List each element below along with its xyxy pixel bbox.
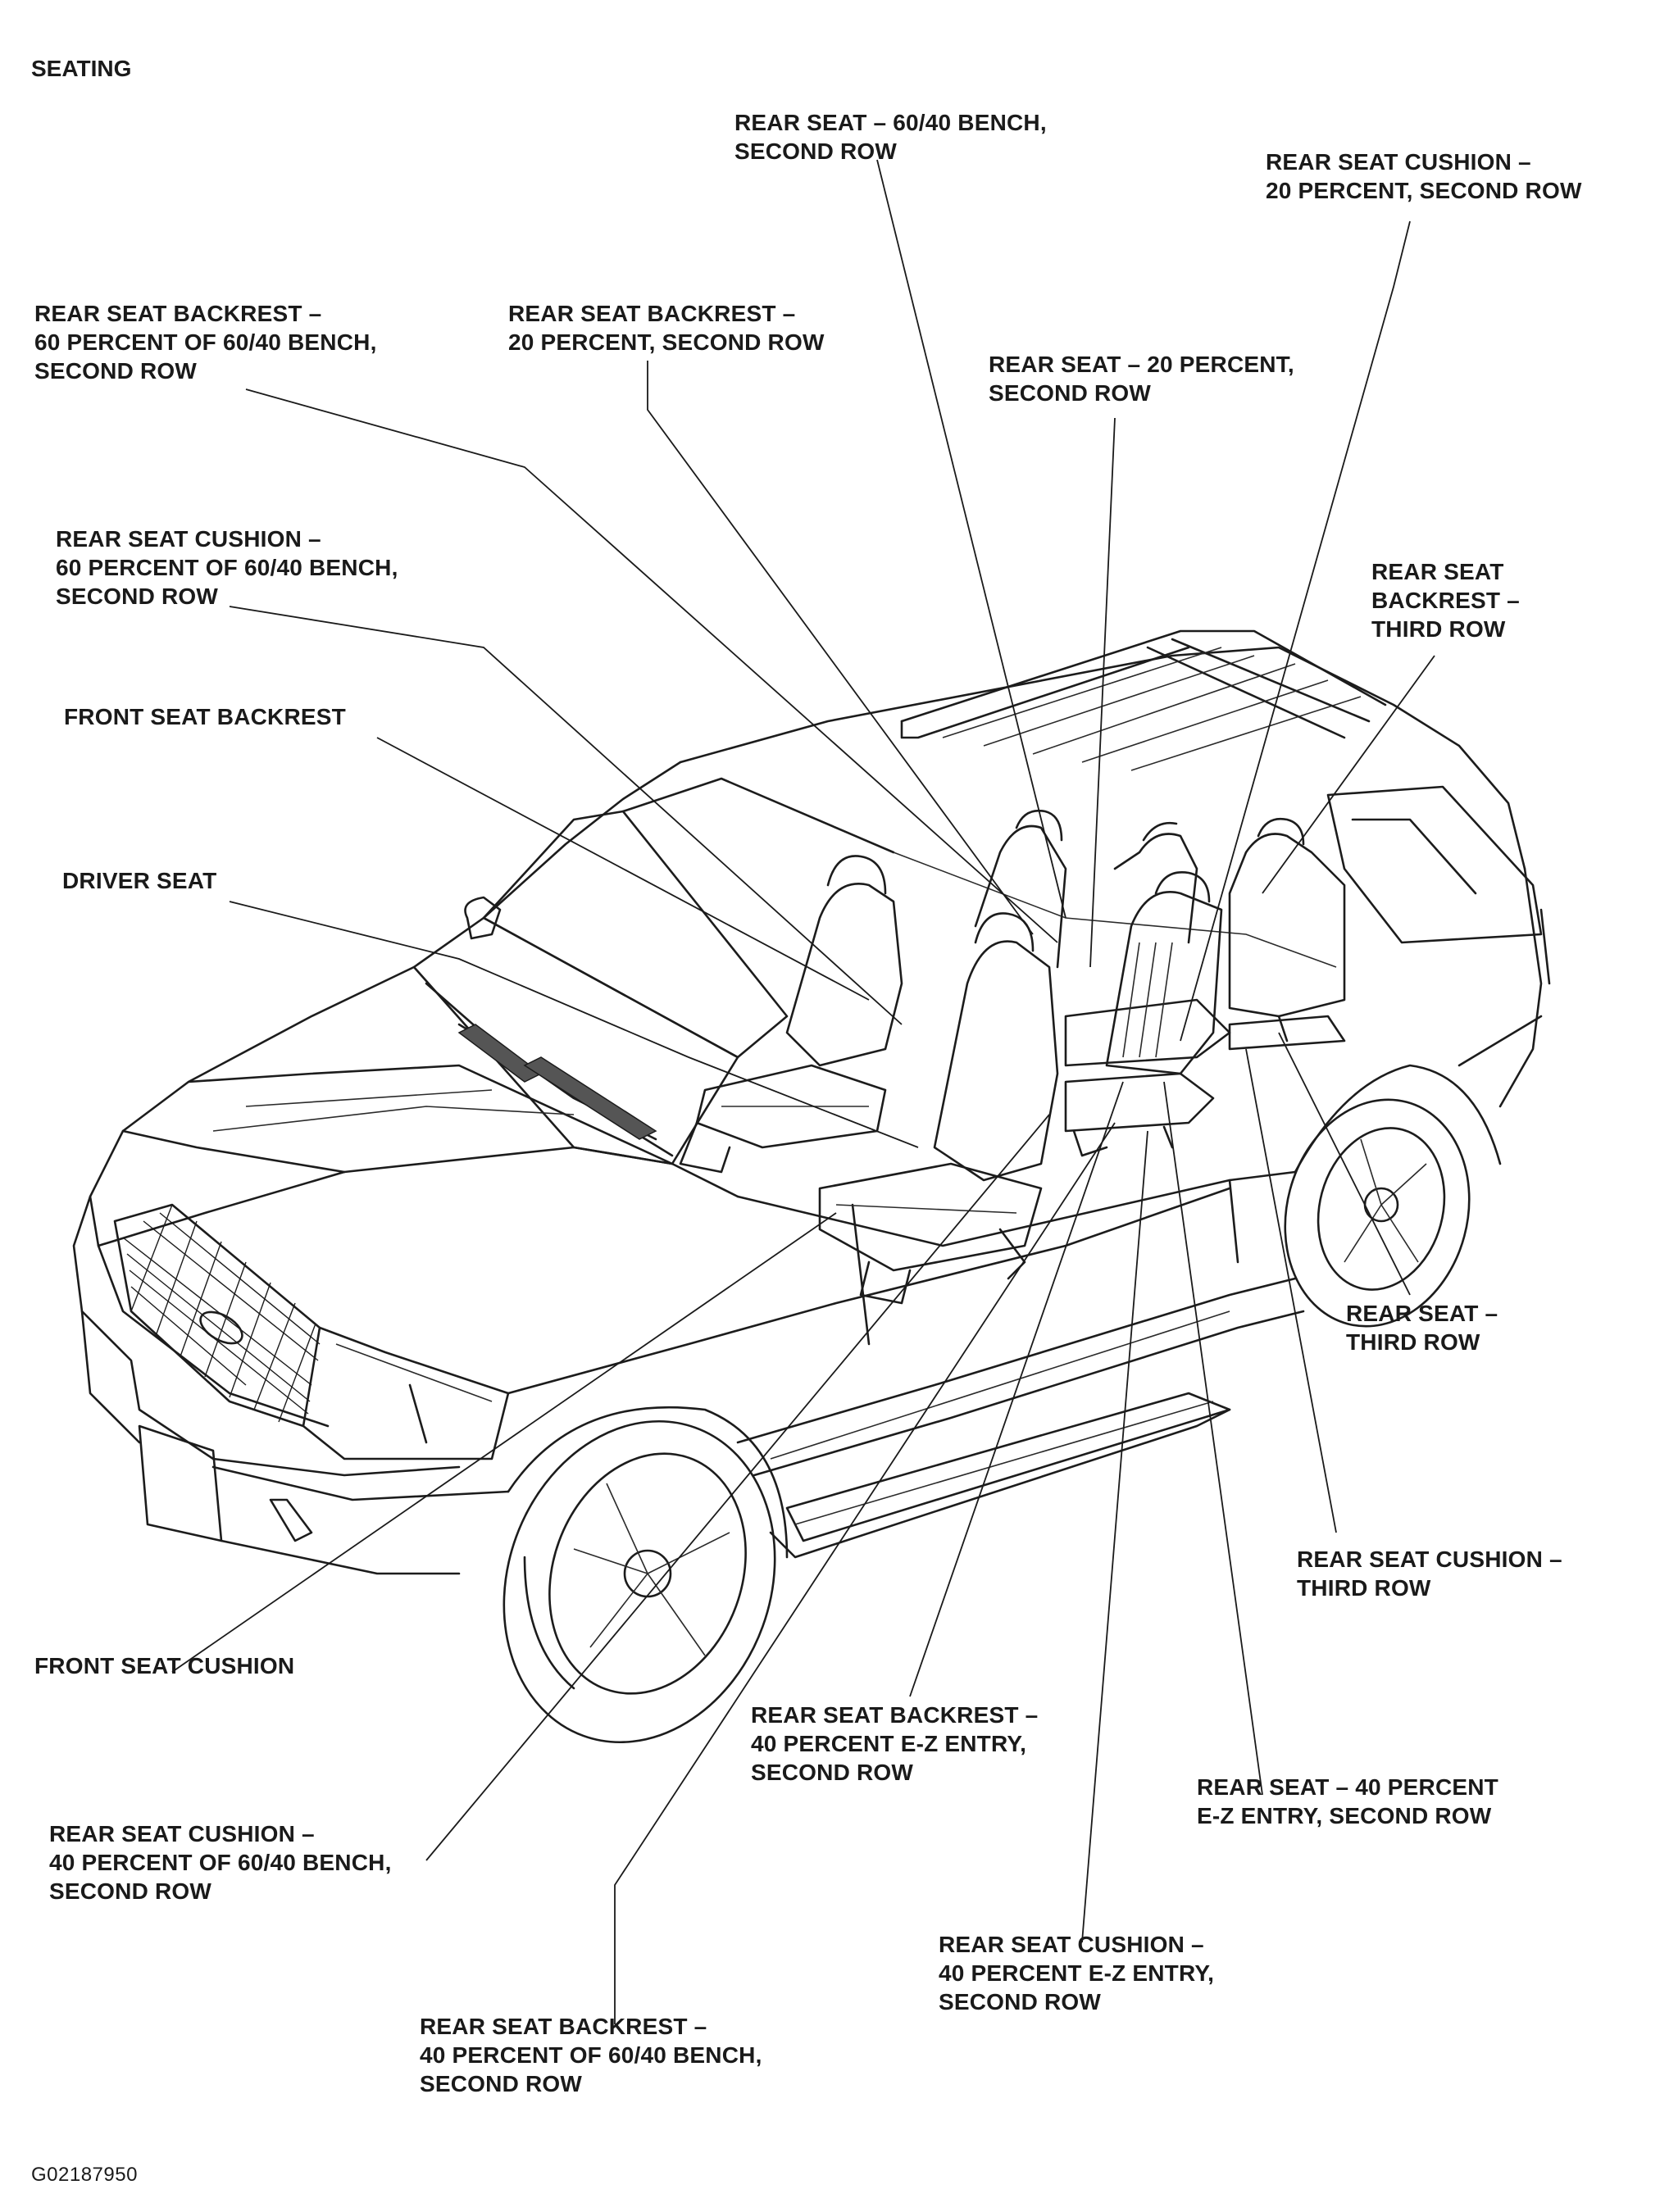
- label-rear-seat-cushion-60: REAR SEAT CUSHION –60 PERCENT OF 60/40 B…: [56, 526, 398, 609]
- label-rear-seat-backrest-40-bench: REAR SEAT BACKREST –40 PERCENT OF 60/40 …: [420, 2014, 762, 2096]
- label-front-seat-cushion: FRONT SEAT CUSHION: [34, 1653, 295, 1678]
- label-rear-seat-third-row: REAR SEAT –THIRD ROW: [1346, 1301, 1498, 1355]
- label-rear-seat-cushion-20: REAR SEAT CUSHION –20 PERCENT, SECOND RO…: [1266, 149, 1582, 203]
- label-driver-seat: DRIVER SEAT: [62, 868, 217, 893]
- label-front-seat-backrest: FRONT SEAT BACKREST: [64, 704, 346, 729]
- label-rear-seat-backrest-20: REAR SEAT BACKREST –20 PERCENT, SECOND R…: [508, 301, 825, 355]
- label-rear-seat-backrest-40-ez: REAR SEAT BACKREST –40 PERCENT E-Z ENTRY…: [751, 1702, 1039, 1785]
- label-rear-seat-cushion-40-bench: REAR SEAT CUSHION –40 PERCENT OF 60/40 B…: [49, 1821, 392, 1904]
- vehicle-body: [72, 629, 1551, 1744]
- leader-lines: [171, 159, 1435, 2024]
- label-rear-seat-backrest-60: REAR SEAT BACKREST –60 PERCENT OF 60/40 …: [34, 301, 377, 384]
- label-rear-seat-20: REAR SEAT – 20 PERCENT,SECOND ROW: [989, 352, 1294, 406]
- diagram-title: SEATING: [31, 56, 132, 81]
- label-rear-seat-cushion-third-row: REAR SEAT CUSHION –THIRD ROW: [1297, 1547, 1562, 1601]
- figure-id: G02187950: [31, 2164, 138, 2186]
- label-rear-seat-cushion-40-ez: REAR SEAT CUSHION –40 PERCENT E-Z ENTRY,…: [939, 1932, 1215, 2014]
- seats: [679, 809, 1346, 1305]
- label-rear-seat-6040-bench: REAR SEAT – 60/40 BENCH,SECOND ROW: [734, 110, 1047, 164]
